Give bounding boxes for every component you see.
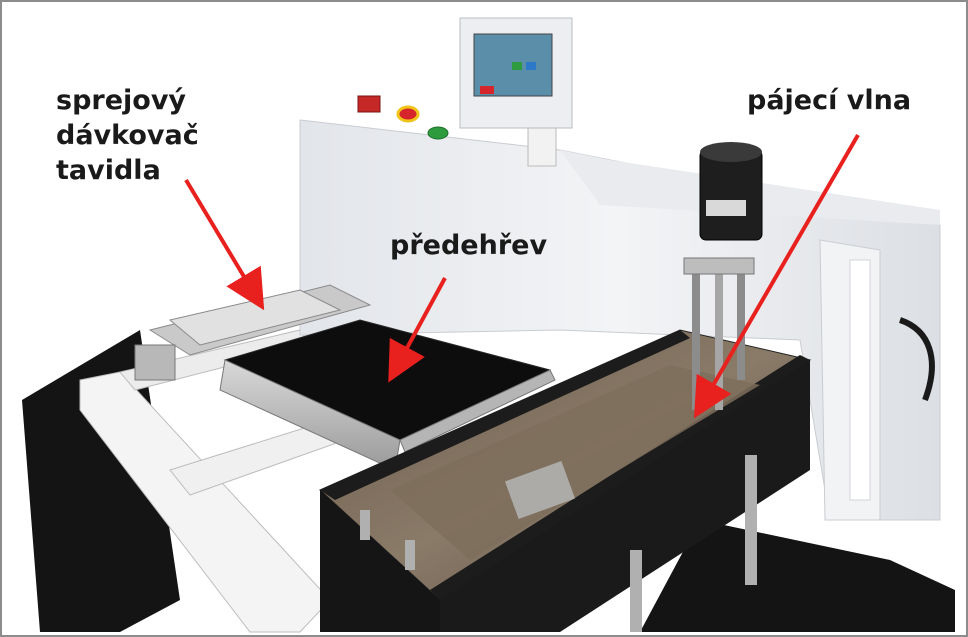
- emergency-stop-button: [396, 105, 420, 123]
- side-cable: [898, 317, 935, 402]
- cabinet-window: [849, 259, 871, 501]
- label-flux-sprayer-line-1: sprejový: [56, 85, 187, 116]
- screen-button-blue: [526, 62, 536, 70]
- threaded-rod-2: [745, 455, 757, 585]
- preheater-frame-right: [399, 369, 556, 453]
- label-flux-sprayer: sprejový dávkovač tavidla: [56, 83, 199, 188]
- arrow-flux-sprayer: [184, 178, 265, 311]
- screen-button-red: [480, 86, 494, 94]
- pump-shaft-2: [715, 270, 723, 410]
- pump-mount: [683, 257, 755, 275]
- solder-bath: [390, 365, 760, 560]
- sprayer-bracket: [134, 344, 176, 381]
- panel-mount-pole: [527, 127, 557, 167]
- pump-shaft-3: [737, 270, 745, 380]
- start-button: [427, 126, 449, 140]
- arrow-solder-wave: [693, 133, 860, 419]
- label-flux-sprayer-line-3: tavidla: [56, 155, 161, 186]
- screen-button-green: [512, 62, 522, 70]
- label-preheat: předehřev: [390, 230, 548, 261]
- solder-tank-side: [440, 360, 810, 632]
- base-plate-right: [640, 520, 955, 632]
- solder-tank-front: [320, 490, 440, 632]
- arrow-preheat: [388, 277, 447, 383]
- pump-motor-label: [706, 200, 746, 216]
- threaded-rod-3: [360, 510, 370, 540]
- solder-tank-rim: [320, 330, 690, 500]
- pump-shaft-1: [692, 270, 700, 410]
- threaded-rod-4: [405, 540, 415, 570]
- solder-nozzle: [504, 460, 576, 520]
- label-solder-wave: pájecí vlna: [747, 85, 912, 116]
- pump-motor: [699, 149, 763, 241]
- threaded-rod-1: [630, 550, 642, 632]
- pump-motor-cap: [700, 142, 762, 162]
- main-switch: [357, 95, 381, 113]
- label-flux-sprayer-line-2: dávkovač: [56, 120, 199, 151]
